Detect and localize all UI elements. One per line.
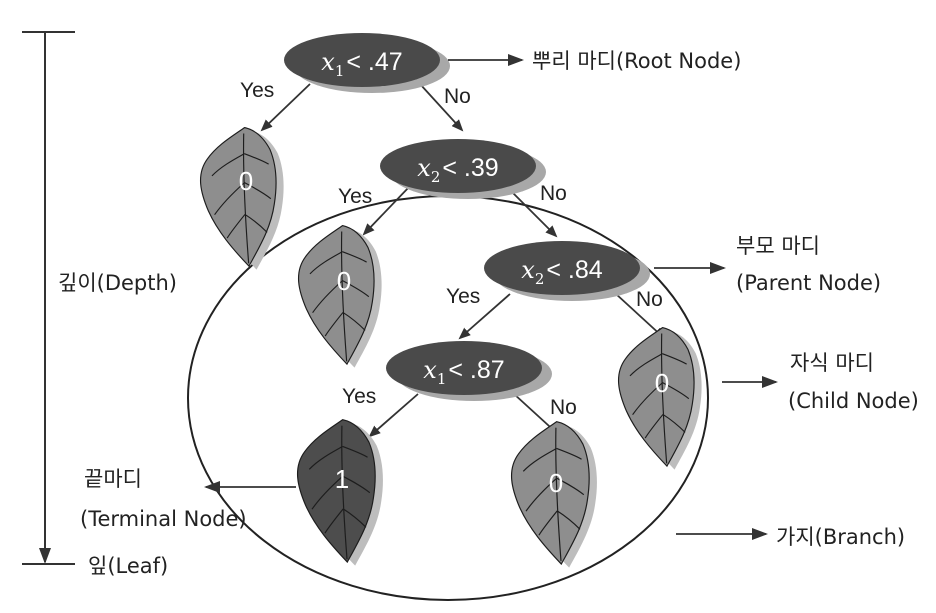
edge-node4-yes [368, 393, 419, 438]
depth-indicator: 깊이(Depth) 잎(Leaf) [22, 31, 204, 578]
svg-text:x2< .84: x2< .84 [521, 256, 602, 288]
leaf-icon [292, 221, 392, 374]
edge-node1-no [419, 83, 464, 132]
leaf-value: 0 [337, 266, 351, 296]
leaf-value: 1 [335, 464, 349, 494]
leaf-icon [194, 123, 294, 276]
decision-node: x1< .47 [284, 33, 450, 93]
leaf-icon [612, 323, 712, 476]
edge-label-no: No [444, 85, 471, 108]
svg-text:x1< .87: x1< .87 [423, 356, 504, 388]
child-node-label-en: (Child Node) [788, 389, 919, 413]
edge-label-yes: Yes [446, 285, 480, 308]
leaf-value: 0 [239, 166, 253, 196]
svg-text:x2< .39: x2< .39 [417, 154, 498, 186]
edge-label-no: No [540, 182, 567, 205]
edge-labels: Yes No Yes No Yes No Yes No [240, 79, 663, 419]
edge-node3-no [615, 293, 666, 340]
decision-node: x1< .87 [386, 341, 552, 401]
edge-label-yes: Yes [240, 79, 274, 102]
decision-node: x2< .39 [380, 139, 546, 199]
annotations [204, 54, 778, 540]
depth-label: 깊이(Depth) [58, 271, 177, 295]
leaf-label: 잎(Leaf) [88, 554, 168, 578]
edge-label-yes: Yes [338, 185, 372, 208]
tree-edges [260, 83, 666, 438]
edge-node2-no [505, 185, 558, 238]
parent-node-label-en: (Parent Node) [736, 271, 881, 295]
child-node-label-ko: 자식 마디 [790, 351, 874, 375]
edge-node2-yes [362, 185, 411, 236]
edge-label-no: No [636, 288, 663, 311]
decision-node: x2< .84 [484, 241, 650, 301]
edge-node1-yes [260, 83, 311, 132]
root-node-label: 뿌리 마디(Root Node) [532, 49, 741, 73]
edge-label-no: No [550, 396, 577, 419]
leaf-value: 0 [549, 468, 563, 498]
edge-label-yes: Yes [342, 385, 376, 408]
svg-text:x1< .47: x1< .47 [321, 48, 402, 80]
terminal-node-label-en: (Terminal Node) [80, 507, 247, 531]
leaf-value: 0 [655, 368, 669, 398]
parent-node-label-ko: 부모 마디 [736, 234, 820, 258]
terminal-node-label-ko: 끝마디 [84, 467, 142, 491]
edge-node3-yes [458, 293, 511, 340]
branch-label: 가지(Branch) [776, 525, 905, 549]
